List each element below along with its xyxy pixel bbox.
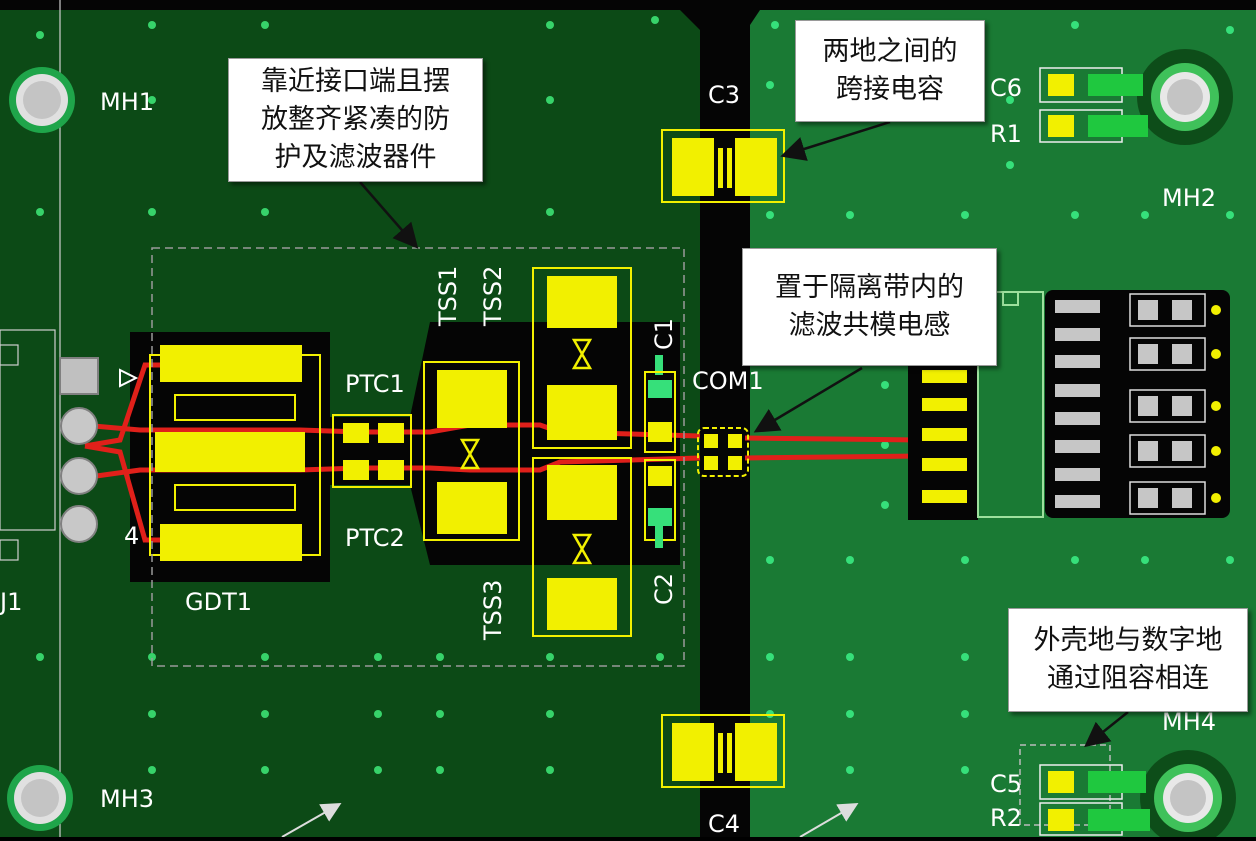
- callout-chassis-ground: 外壳地与数字地 通过阻容相连: [1008, 608, 1248, 712]
- connector-j1: [0, 329, 56, 561]
- callout-protection-line-3: 护及滤波器件: [274, 142, 437, 173]
- arrow-chassis-ground: [1084, 711, 1129, 748]
- c3-bridge-capacitor: [661, 129, 785, 203]
- label-ptc1: PTC1: [345, 370, 405, 398]
- ic-footprint: [908, 290, 1230, 520]
- arrow-common-mode: [753, 366, 863, 433]
- label-tss1: TSS1: [434, 266, 462, 327]
- c6-r1-parts: [1039, 67, 1148, 143]
- label-c4: C4: [708, 810, 740, 837]
- callout-protection: 靠近接口端且摆 放整齐紧凑的防 护及滤波器件: [228, 58, 483, 182]
- label-mh3: MH3: [100, 785, 154, 813]
- tss1-component: [423, 361, 520, 541]
- c1-c2-capacitors: [644, 355, 676, 548]
- ptc-components: [332, 414, 412, 488]
- callout-bridge-cap-line-1: 两地之间的: [822, 36, 958, 67]
- label-tss3: TSS3: [479, 580, 507, 641]
- right-vias: [766, 21, 1234, 774]
- callout-common-mode-line-2: 滤波共模电感: [788, 310, 951, 341]
- arrow-bottom-right: [799, 802, 859, 838]
- label-mh2: MH2: [1162, 184, 1216, 212]
- c5-r2-parts: [1019, 744, 1150, 836]
- callout-bridge-cap: 两地之间的 跨接电容: [795, 20, 985, 122]
- mounting-hole-mh4: [1140, 750, 1236, 841]
- left-vias: [36, 16, 664, 774]
- j1-pads: [59, 357, 139, 543]
- protection-island: [130, 322, 680, 582]
- label-mh1: MH1: [100, 88, 154, 116]
- label-c1: C1: [650, 318, 678, 350]
- com1-common-mode-choke: [697, 427, 749, 477]
- label-r2: R2: [990, 804, 1022, 832]
- label-c2: C2: [650, 573, 678, 605]
- tss2-component: [532, 267, 632, 449]
- mounting-hole-mh2: [1137, 49, 1233, 145]
- tss3-component: [532, 457, 632, 637]
- arrow-protection: [359, 181, 419, 249]
- label-c6: C6: [990, 74, 1022, 102]
- label-r1: R1: [990, 120, 1022, 148]
- callout-common-mode-line-1: 置于隔离带内的: [775, 272, 964, 303]
- callout-protection-line-2: 放整齐紧凑的防: [261, 104, 450, 135]
- label-gdt1: GDT1: [185, 588, 252, 616]
- label-mh4: MH4: [1162, 708, 1216, 736]
- label-com1: COM1: [692, 367, 764, 395]
- label-c3: C3: [708, 81, 740, 109]
- callout-chassis-ground-line-2: 通过阻容相连: [1047, 663, 1209, 694]
- arrow-bottom-left: [281, 803, 342, 838]
- mounting-hole-mh3: [7, 765, 73, 831]
- callout-bridge-cap-line-2: 跨接电容: [836, 74, 944, 105]
- c4-bridge-capacitor: [661, 714, 785, 788]
- callout-common-mode: 置于隔离带内的 滤波共模电感: [742, 248, 997, 366]
- callout-chassis-ground-line-1: 外壳地与数字地: [1033, 625, 1223, 656]
- label-c5: C5: [990, 770, 1022, 798]
- gdt1-component: [149, 345, 321, 561]
- arrow-bridge-cap: [780, 120, 891, 161]
- label-ptc2: PTC2: [345, 524, 405, 552]
- mounting-hole-mh1: [9, 67, 75, 133]
- callout-protection-line-1: 靠近接口端且摆: [261, 66, 450, 97]
- label-tss2: TSS2: [479, 266, 507, 327]
- label-pin4: 4: [124, 522, 139, 550]
- label-j1: J1: [0, 588, 22, 616]
